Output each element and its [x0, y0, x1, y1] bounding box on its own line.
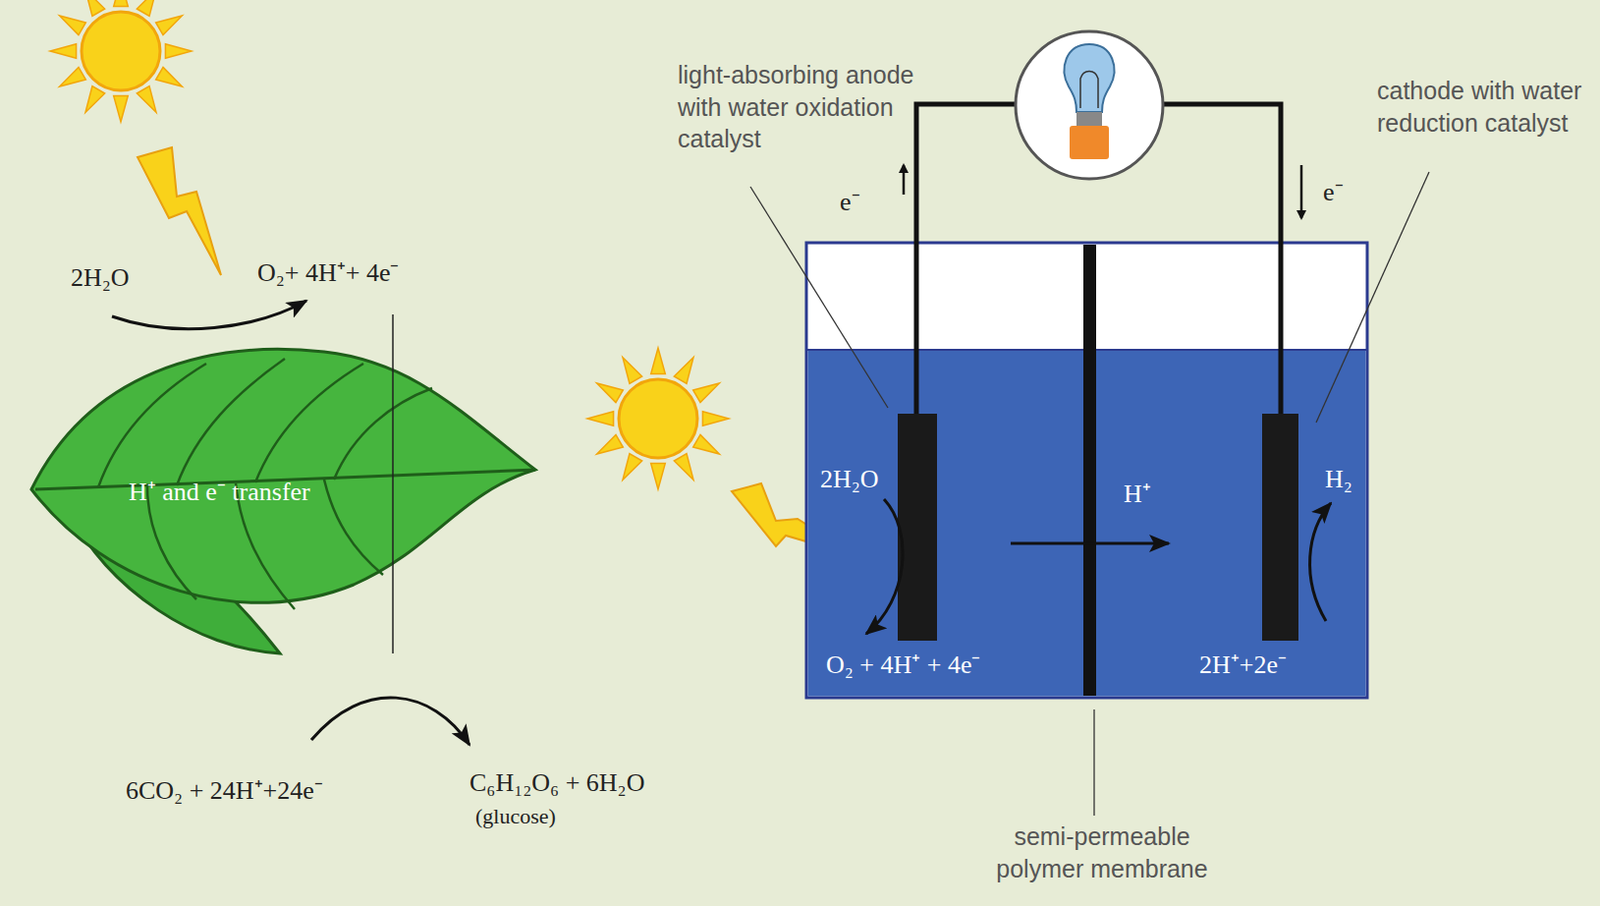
sun-ray — [673, 453, 694, 481]
leaf-node: H⁺ and e⁻ transfer — [30, 346, 536, 654]
part-label: semi-permeable polymer membrane — [984, 820, 1220, 884]
sun-ray — [136, 0, 157, 16]
electron-label: e⁻ — [839, 182, 861, 219]
sun-ray — [165, 44, 192, 59]
formula: O₂+ 4H⁺+ 4e⁻ — [257, 253, 399, 289]
reaction-arrow — [311, 697, 470, 745]
lightning-bolt — [137, 147, 221, 276]
light-bulb — [1015, 31, 1163, 179]
formula: 2H₂O — [820, 464, 880, 495]
sun-ray — [59, 15, 87, 36]
leaf-label: H⁺ and e⁻ transfer — [128, 472, 311, 508]
divider-line — [391, 314, 394, 654]
sun-ray — [50, 44, 77, 59]
sun-ray — [693, 383, 720, 403]
wire — [916, 104, 1281, 414]
proton-arrow — [1010, 542, 1169, 546]
membrane — [1083, 244, 1097, 696]
sun-ray — [587, 411, 614, 427]
formula: 2H₂O — [70, 263, 130, 293]
sun-ray — [113, 0, 129, 7]
reaction-arrow — [1310, 502, 1331, 621]
sun-ray — [622, 357, 643, 385]
cell-node: 2H₂O O₂ + 4H⁺ + 4e⁻ H⁺ H₂ 2H⁺+2e⁻ — [806, 242, 1368, 698]
part-label: light-absorbing anode with water oxidati… — [677, 58, 924, 156]
sun-ray — [85, 86, 106, 113]
sun-ray — [156, 66, 183, 87]
part-label: cathode with water reduction catalyst — [1377, 74, 1594, 139]
sun-ray — [651, 462, 666, 490]
electron-arrow — [1300, 165, 1304, 219]
leader-line — [1093, 709, 1095, 816]
leader-line — [1316, 171, 1430, 423]
formula: 2H⁺+2e⁻ — [1199, 645, 1287, 681]
sun — [50, 0, 192, 122]
electron-label: e⁻ — [1323, 172, 1344, 209]
sun — [587, 347, 729, 490]
sun-ray — [597, 434, 624, 454]
sun-ray — [702, 411, 729, 427]
reaction-arrow — [866, 498, 903, 634]
formula: O₂ + 4H⁺ + 4e⁻ — [826, 645, 981, 681]
sun-ray — [651, 347, 666, 375]
formula: H₂ — [1324, 464, 1353, 495]
formula: C₆H₁₂O₆ + 6H₂O — [469, 768, 645, 798]
sun-ray — [622, 453, 643, 481]
sun-ray — [156, 15, 183, 36]
sun-ray — [673, 357, 694, 385]
anode — [897, 413, 938, 641]
leaf — [31, 348, 536, 654]
leader-line — [750, 186, 888, 408]
sun-ray — [113, 95, 129, 122]
sun-ray — [59, 66, 87, 87]
sun-ray — [85, 0, 106, 16]
reaction-arrow — [111, 300, 307, 330]
cathode — [1262, 413, 1299, 641]
electron-arrow — [902, 165, 906, 195]
ion-label: H⁺ — [1123, 474, 1152, 510]
note: (glucose) — [475, 803, 556, 829]
sun-ray — [136, 86, 157, 113]
sun-ray — [693, 434, 720, 454]
formula: 6CO₂ + 24H⁺+24e⁻ — [125, 771, 324, 807]
sun-ray — [597, 383, 624, 403]
